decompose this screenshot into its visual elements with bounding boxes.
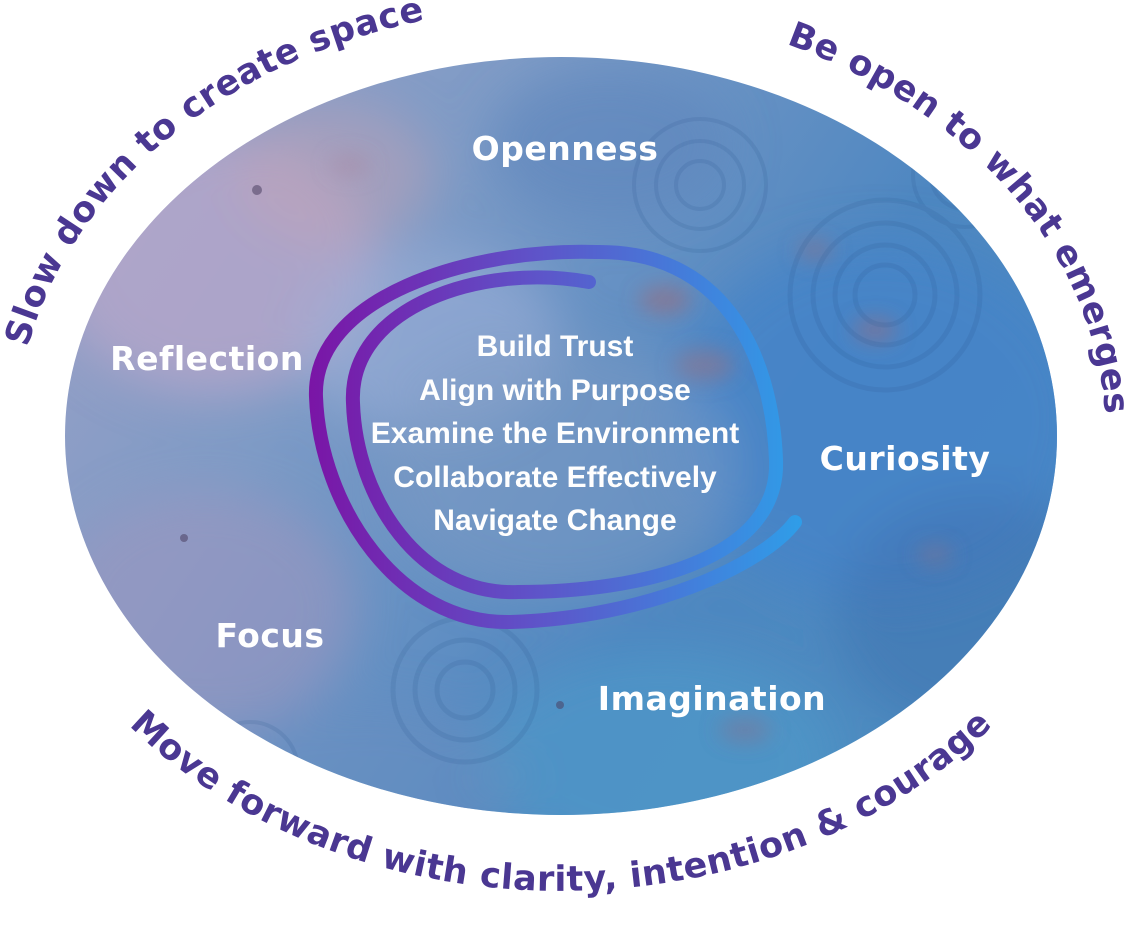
quality-label-openness: Openness <box>472 129 659 168</box>
center-practice-line: Align with Purpose <box>419 374 691 407</box>
quality-label-reflection: Reflection <box>110 339 304 378</box>
water-texture-blobs <box>65 70 1057 815</box>
quality-labels: Openness Reflection Curiosity Focus Imag… <box>110 129 990 718</box>
quality-label-focus: Focus <box>215 616 324 655</box>
swirl-loop-icon <box>308 244 802 630</box>
water-rose-specks <box>330 155 953 742</box>
center-practice-line: Examine the Environment <box>371 417 739 450</box>
center-practice-line: Collaborate Effectively <box>393 461 717 494</box>
center-practices: Build Trust Align with Purpose Examine t… <box>371 330 739 537</box>
center-practice-line: Navigate Change <box>433 504 676 537</box>
center-practice-line: Build Trust <box>477 330 634 363</box>
quality-label-imagination: Imagination <box>598 679 826 718</box>
quality-label-curiosity: Curiosity <box>820 439 991 478</box>
